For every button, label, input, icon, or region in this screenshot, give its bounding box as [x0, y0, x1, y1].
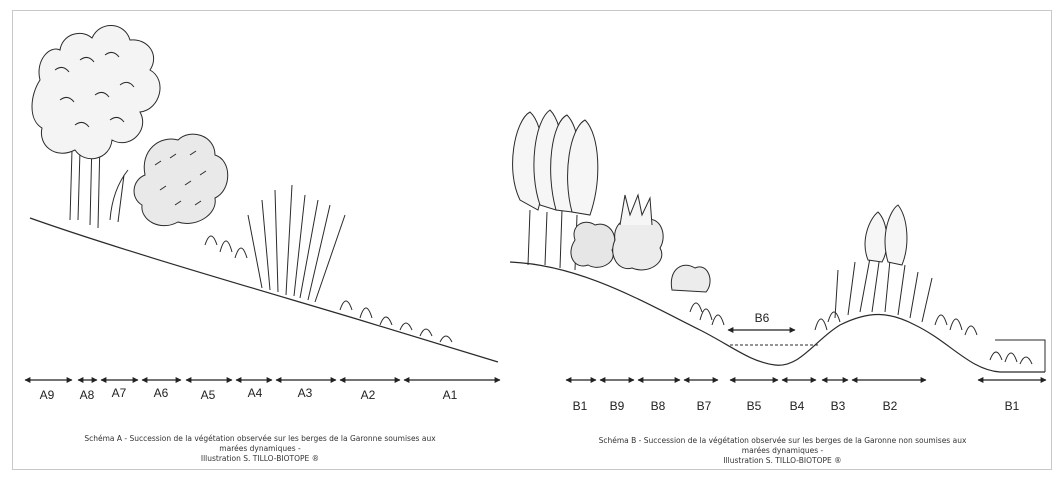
zone-label-b5: B5 [747, 399, 762, 413]
schema-b-caption-line3: Illustration S. TILLO-BIOTOPE ® [723, 456, 842, 465]
zone-label-a5: A5 [201, 388, 216, 402]
schema-b-caption-line1: Schéma B - Succession de la végétation o… [598, 436, 967, 445]
figure-frame [12, 10, 1052, 470]
schema-a-caption-line2: marées dynamiques - [219, 444, 301, 453]
schema-b-shrubs [570, 193, 725, 326]
schema-a-caption: Schéma A - Succession de la végétation o… [30, 434, 490, 464]
schema-a-caption-line3: Illustration S. TILLO-BIOTOPE ® [200, 454, 320, 463]
zone-label-a7: A7 [112, 386, 127, 400]
zone-label-b6: B6 [755, 311, 770, 325]
zone-label-a4: A4 [248, 386, 263, 400]
schema-b-caption: Schéma B - Succession de la végétation o… [545, 436, 1020, 466]
schema-a-zone-labels: A9 A8 A7 A6 A5 A4 A3 A2 A1 [40, 386, 458, 402]
schema-a-ground [29, 217, 499, 363]
schema-b-ground [509, 261, 1045, 373]
zone-label-b8: B8 [651, 399, 666, 413]
zone-label-b3: B3 [831, 399, 846, 413]
zone-label-b1-left: B1 [573, 399, 588, 413]
schema-b-illustration [509, 109, 1046, 373]
schema-b-poplars [512, 109, 599, 271]
zone-label-a8: A8 [80, 388, 95, 402]
zone-label-b1-right: B1 [1005, 399, 1020, 413]
schema-a-caption-line1: Schéma A - Succession de la végétation o… [84, 434, 436, 443]
schema-b-zone-labels: B1 B9 B8 B7 B5 B4 B3 B2 B1 [573, 399, 1020, 413]
zone-label-b4: B4 [790, 399, 805, 413]
zone-label-b2: B2 [883, 399, 898, 413]
zone-label-a1: A1 [443, 388, 458, 402]
schema-a-reeds [204, 184, 453, 343]
schema-b-mound-vegetation [814, 204, 978, 336]
schema-a-shrub-round [109, 133, 229, 227]
schema-b-caption-line2: marées dynamiques - [741, 446, 824, 455]
zone-label-a6: A6 [154, 386, 169, 400]
zone-label-b9: B9 [610, 399, 625, 413]
zone-label-a3: A3 [298, 386, 313, 400]
schema-a-illustration [29, 25, 499, 363]
schema-a-tree-large [31, 25, 161, 229]
zone-label-a9: A9 [40, 388, 55, 402]
zone-label-a2: A2 [361, 388, 376, 402]
zone-label-b7: B7 [697, 399, 712, 413]
